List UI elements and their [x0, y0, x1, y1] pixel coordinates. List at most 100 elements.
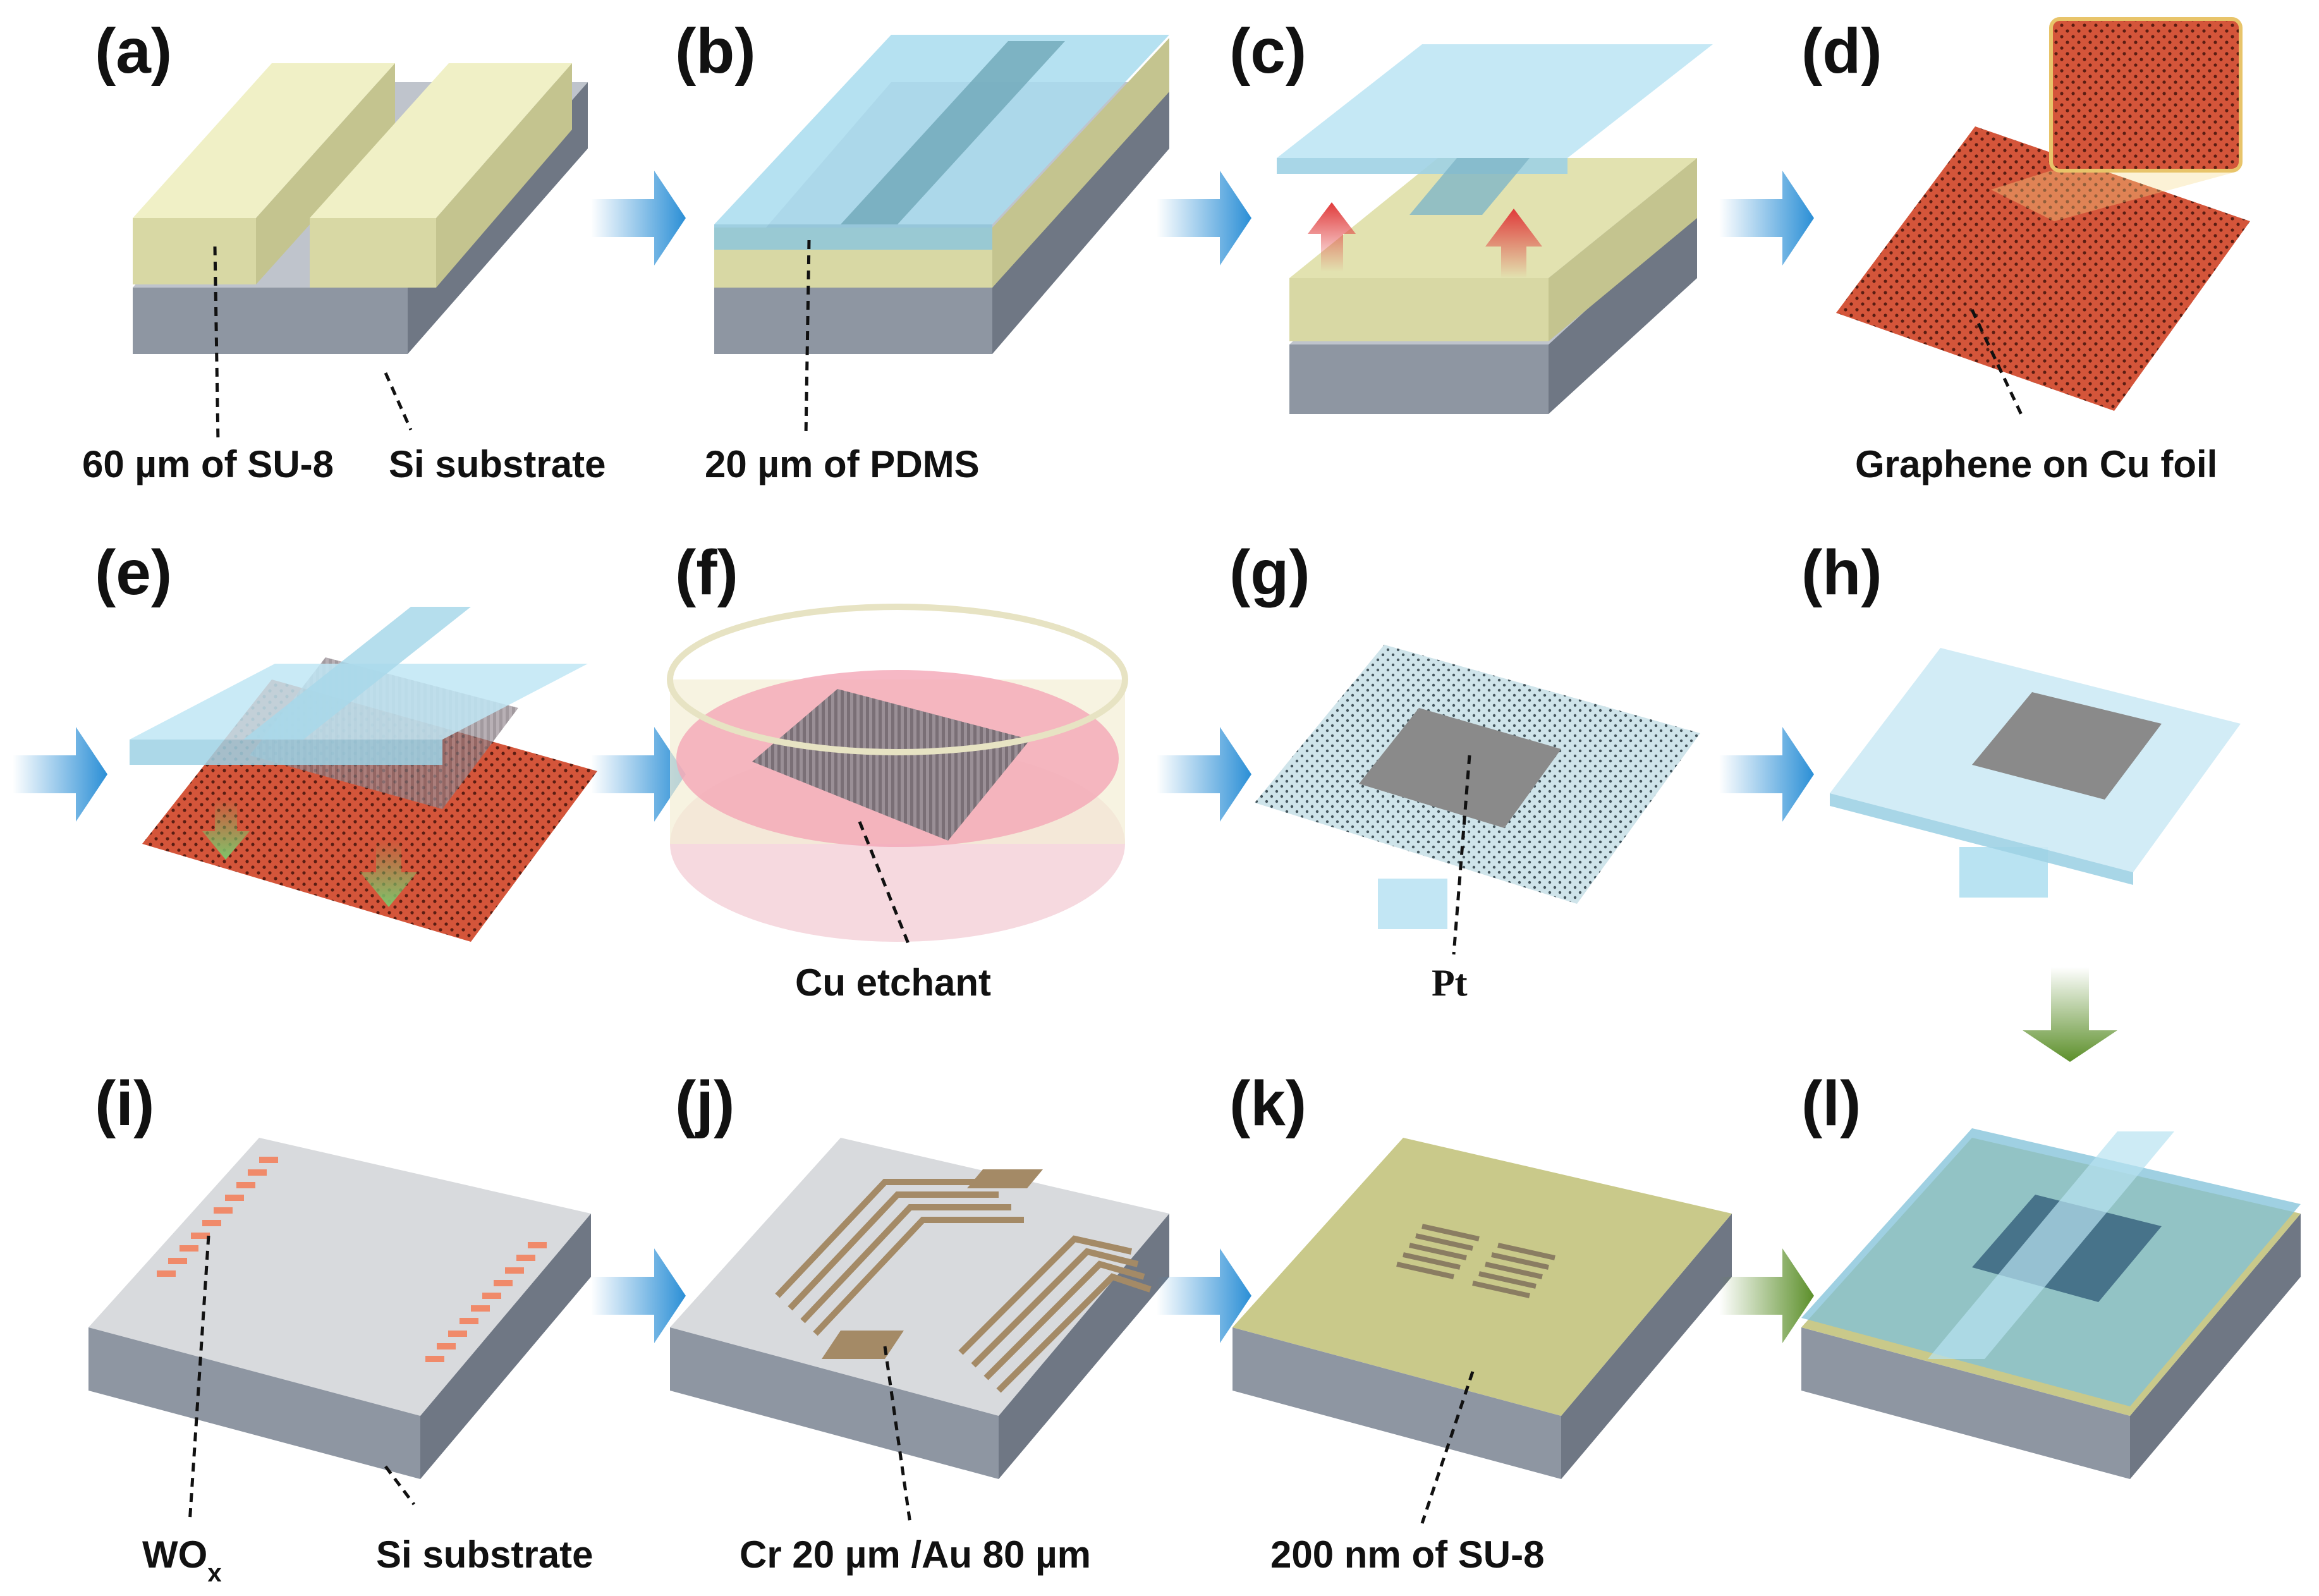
wox-pad [180, 1245, 198, 1252]
su8-mold-front [1289, 278, 1549, 341]
panel-label-a: (a) [95, 16, 172, 87]
magnifier-cone [1991, 171, 2241, 221]
press-arrow-left [202, 800, 250, 860]
su8-block-right-side [436, 63, 572, 288]
pt-pad [1359, 708, 1561, 828]
pdms-channel-mold [841, 41, 1065, 224]
wox-pad [460, 1318, 478, 1324]
wox-pad [202, 1220, 221, 1226]
panel-label-e: (e) [95, 537, 172, 608]
panel-i: (i) WOx [88, 1068, 593, 1587]
pdms-stamp-front [130, 740, 442, 765]
panel-d: (d) Graphene on Cu foil [1801, 16, 2250, 485]
pdms-sheet-lifted [1277, 44, 1713, 158]
panel-f: (f) Cu etchant [667, 537, 1128, 1004]
leader-su8-thin [1420, 1371, 1475, 1524]
si-substrate-front [133, 288, 408, 354]
wox-pads-right [425, 1242, 547, 1362]
graphene-lattice-zoom [2049, 17, 2243, 173]
wox-pads-left [157, 1157, 278, 1277]
caption-wox-subscript: x [207, 1559, 221, 1587]
process-arrow-a-b [591, 171, 686, 265]
leader-si [384, 372, 413, 431]
panel-h: (h) [1801, 537, 2241, 898]
process-arrow-d-e [13, 727, 107, 822]
wox-pad [448, 1331, 467, 1337]
process-arrow-h-l [2023, 967, 2117, 1062]
leader-graphene [1970, 308, 2024, 418]
leader-su8 [213, 246, 220, 443]
panel-j: (j) Cr 20 µm /Au 80 µm [670, 1068, 1169, 1576]
si-substrate-front [88, 1327, 420, 1479]
leader-pt [1452, 755, 1471, 955]
pdms-microchannel [1928, 1131, 2174, 1359]
wox-pad [225, 1195, 244, 1201]
wox-pad [528, 1242, 547, 1248]
dish-rim [667, 604, 1128, 755]
lift-arrow-right [1485, 209, 1542, 278]
caption-graphene: Graphene on Cu foil [1855, 443, 2217, 485]
su8-block-right-front [310, 218, 436, 288]
wox-pad [248, 1169, 267, 1176]
pdms-channel-replica [1409, 158, 1530, 215]
leader-wox [188, 1235, 210, 1524]
wox-pad [259, 1157, 278, 1163]
panel-label-c: (c) [1229, 16, 1306, 87]
panel-label-b: (b) [675, 16, 756, 87]
wox-pad [168, 1258, 187, 1264]
su8-layer-side [992, 38, 1169, 288]
si-substrate-side [1561, 1214, 1732, 1479]
wox-pad [191, 1233, 210, 1239]
pdms-sheet-edge [1830, 793, 2133, 885]
si-substrate-front [1801, 1327, 2130, 1479]
leader-pdms [804, 240, 811, 437]
leader-si [384, 1465, 415, 1506]
caption-cr-au: Cr 20 µm /Au 80 µm [740, 1533, 1091, 1576]
si-substrate-front [1233, 1327, 1561, 1479]
pdms-stamp-ridge [243, 607, 471, 740]
process-arrow-g-h [1719, 727, 1814, 822]
si-substrate-front [714, 288, 992, 354]
process-arrow-f-g [1157, 727, 1251, 822]
contact-pad-top [967, 1169, 1043, 1188]
panel-label-j: (j) [675, 1068, 734, 1139]
panel-label-h: (h) [1801, 537, 1882, 608]
si-substrate-side [1549, 209, 1697, 414]
pdms-layer-front [714, 224, 992, 250]
process-arrow-b-c [1157, 171, 1251, 265]
wox-pad [236, 1182, 255, 1188]
caption-su8-thin: 200 nm of SU-8 [1270, 1533, 1544, 1576]
panel-label-d: (d) [1801, 16, 1882, 87]
wox-pad [482, 1293, 501, 1299]
wox-pad [425, 1356, 444, 1362]
graphene-on-cu-foil [1836, 126, 2250, 411]
wox-pad [494, 1280, 513, 1286]
wox-pad [471, 1305, 490, 1312]
process-arrow-c-d [1719, 171, 1814, 265]
pdms-stamp-top [130, 664, 588, 740]
panel-label-g: (g) [1229, 537, 1310, 608]
wox-pad [505, 1267, 524, 1274]
contact-pad-bottom [822, 1331, 904, 1359]
caption-wox-base: WO [142, 1533, 207, 1576]
su8-block-left-side [256, 63, 395, 284]
panel-g: (g) Pt [1229, 537, 1700, 1004]
panel-l: (l) [1801, 1068, 2301, 1479]
wox-pad [437, 1343, 456, 1349]
leader-etchant [858, 821, 912, 949]
panel-b: (b) 20 µm of PDMS [675, 16, 1169, 485]
panel-label-l: (l) [1801, 1068, 1861, 1139]
caption-cu-etchant: Cu etchant [795, 961, 991, 1004]
panel-label-f: (f) [675, 537, 738, 608]
panel-label-k: (k) [1229, 1068, 1306, 1139]
press-arrow-right [360, 841, 417, 907]
si-substrate-front [1289, 344, 1549, 414]
caption-pdms-thickness: 20 µm of PDMS [705, 443, 980, 485]
pdms-channel-below [1959, 847, 2048, 898]
panel-c: (c) [1229, 16, 1713, 414]
panel-k: (k) 200 nm of SU-8 [1229, 1068, 1732, 1576]
su8-block-left-top [133, 63, 395, 218]
su8-mold-top [1289, 158, 1697, 278]
su8-block-left-front [133, 218, 256, 284]
